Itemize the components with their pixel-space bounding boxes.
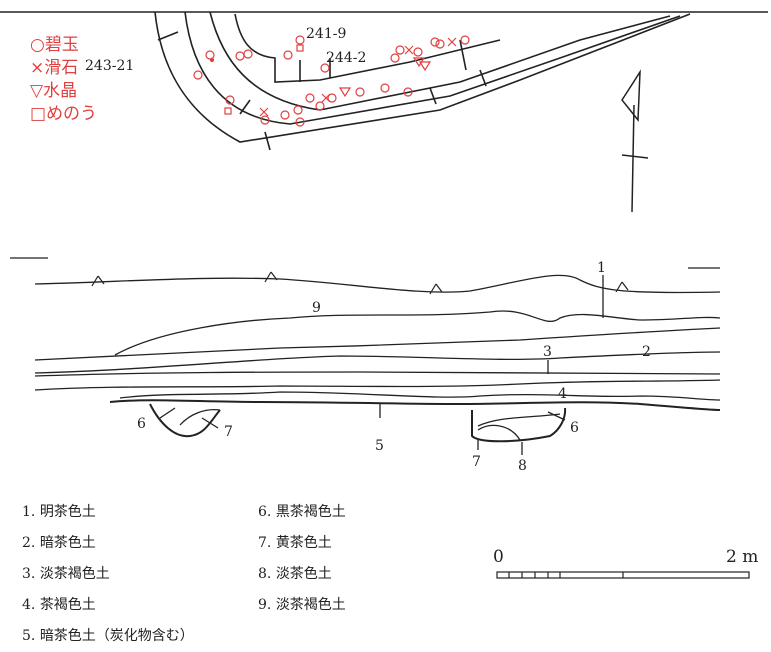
layer-item: 9. 淡茶褐色土: [258, 597, 346, 613]
section-label-5: 5: [375, 438, 384, 454]
layer-item: 8. 淡茶色土: [258, 566, 332, 582]
plan-label-b: 244-2: [326, 50, 366, 66]
section-label-6a: 6: [137, 416, 146, 432]
layer-legend-left: 1. 明茶色土 2. 暗茶色土 3. 淡茶褐色土 4. 茶褐色土 5. 暗茶色土…: [22, 497, 194, 652]
scale-end-label: 2 m: [726, 547, 758, 567]
layer-legend-right: 6. 黒茶褐色土 7. 黄茶色土 8. 淡茶色土 9. 淡茶褐色土: [258, 497, 346, 621]
plan-label-c: 243-21: [85, 58, 134, 74]
legend-item-agate: □めのう: [30, 104, 98, 124]
section-label-1: 1: [597, 260, 606, 276]
layer-item: 6. 黒茶褐色土: [258, 504, 346, 520]
section-label-7b: 7: [472, 454, 481, 470]
layer-item: 3. 淡茶褐色土: [22, 566, 110, 582]
section-label-7a: 7: [224, 424, 233, 440]
layer-item: 1. 明茶色土: [22, 504, 96, 520]
section-label-8: 8: [518, 458, 527, 474]
section-label-6b: 6: [570, 420, 579, 436]
layer-item: 7. 黄茶色土: [258, 535, 332, 551]
plan-label-a: 241-9: [306, 26, 346, 42]
layer-item: 4. 茶褐色土: [22, 597, 96, 613]
north-arrow-icon: [621, 69, 649, 213]
section-label-9: 9: [312, 300, 321, 316]
scale-start-label: 0: [493, 547, 504, 567]
section-label-3: 3: [543, 344, 552, 360]
section-label-4: 4: [558, 386, 567, 402]
plan-view: [0, 11, 768, 151]
layer-item: 5. 暗茶色土（炭化物含む）: [22, 628, 194, 644]
section-view: [10, 257, 721, 455]
grass-marks: [91, 271, 629, 295]
legend-item-crystal: ▽水晶: [30, 81, 78, 101]
section-label-2: 2: [642, 344, 651, 360]
artifact-points: [193, 35, 470, 127]
artifact-legend: ○碧玉 ×滑石 ▽水晶 □めのう: [30, 34, 97, 126]
legend-item-jasper: ○碧玉: [30, 35, 79, 55]
layer-item: 2. 暗茶色土: [22, 535, 96, 551]
legend-item-talc: ×滑石: [30, 58, 79, 78]
scale-bar: [496, 571, 750, 579]
